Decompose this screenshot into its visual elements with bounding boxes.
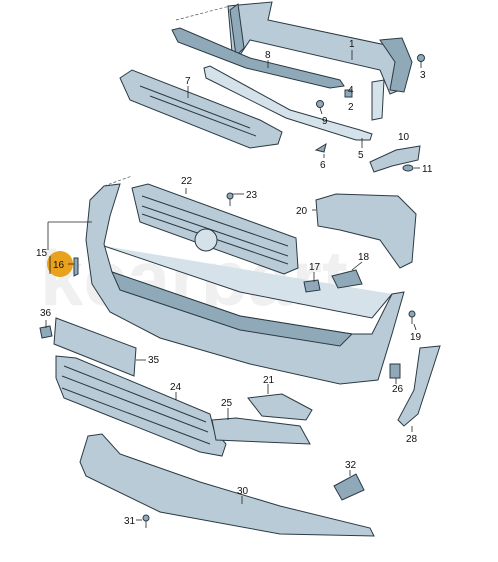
part-16-highlight [47, 251, 73, 277]
part-32-bracket [333, 473, 365, 501]
part-22-upper-grille [131, 183, 299, 275]
callout-4: 4 [348, 85, 354, 96]
callout-10: 10 [398, 132, 410, 143]
part-20-bracket [315, 193, 417, 269]
callout-32: 32 [345, 460, 357, 471]
bolt-parts [314, 54, 425, 153]
part-19-screw [408, 310, 416, 324]
callout-36: 36 [40, 308, 52, 319]
callout-18: 18 [358, 252, 370, 263]
callout-31: 31 [124, 516, 136, 527]
callout-24: 24 [170, 382, 182, 393]
callout-35: 35 [148, 355, 160, 366]
callout-26: 26 [392, 384, 404, 395]
part-11-clip [402, 164, 414, 172]
part-26-tab [389, 363, 401, 379]
part-5-strip [203, 65, 373, 141]
part-25-fog-grille [211, 417, 311, 445]
callout-28: 28 [406, 434, 418, 445]
callout-22: 22 [181, 176, 193, 187]
callout-11: 11 [422, 164, 433, 175]
callout-3: 3 [420, 70, 426, 81]
part-36-clip [39, 325, 53, 339]
part-21-fog-cover [247, 393, 313, 421]
callout-5: 5 [358, 150, 364, 161]
callout-7: 7 [185, 76, 191, 87]
callout-2: 2 [348, 102, 354, 113]
part-35-plate [53, 317, 137, 377]
callout-8: 8 [265, 50, 271, 61]
part-16-piece [73, 257, 79, 277]
callout-25: 25 [221, 398, 233, 409]
leader-lines [45, 5, 420, 521]
part-8-upper-strip [171, 27, 345, 89]
callout-30: 30 [237, 486, 249, 497]
part-31-screw [142, 514, 150, 528]
part-7-absorber [119, 69, 283, 149]
callout-9: 9 [322, 116, 328, 127]
callout-15: 15 [36, 248, 48, 259]
part-10-bracket [369, 145, 421, 173]
part-17-clip [303, 279, 321, 293]
part-23-screw [226, 192, 234, 206]
part-30-spoiler [79, 433, 375, 537]
callout-1: 1 [349, 39, 355, 50]
callout-17: 17 [309, 262, 321, 273]
part-18-holder [331, 269, 363, 289]
callout-20: 20 [296, 206, 308, 217]
part-28-side-strip [397, 345, 441, 427]
callout-19: 19 [410, 332, 422, 343]
callout-16: 16 [53, 260, 65, 271]
part-24-lower-grille [55, 355, 227, 457]
bumper-cover [85, 183, 405, 385]
callout-23: 23 [246, 190, 258, 201]
callout-6: 6 [320, 160, 326, 171]
callout-21: 21 [263, 375, 275, 386]
